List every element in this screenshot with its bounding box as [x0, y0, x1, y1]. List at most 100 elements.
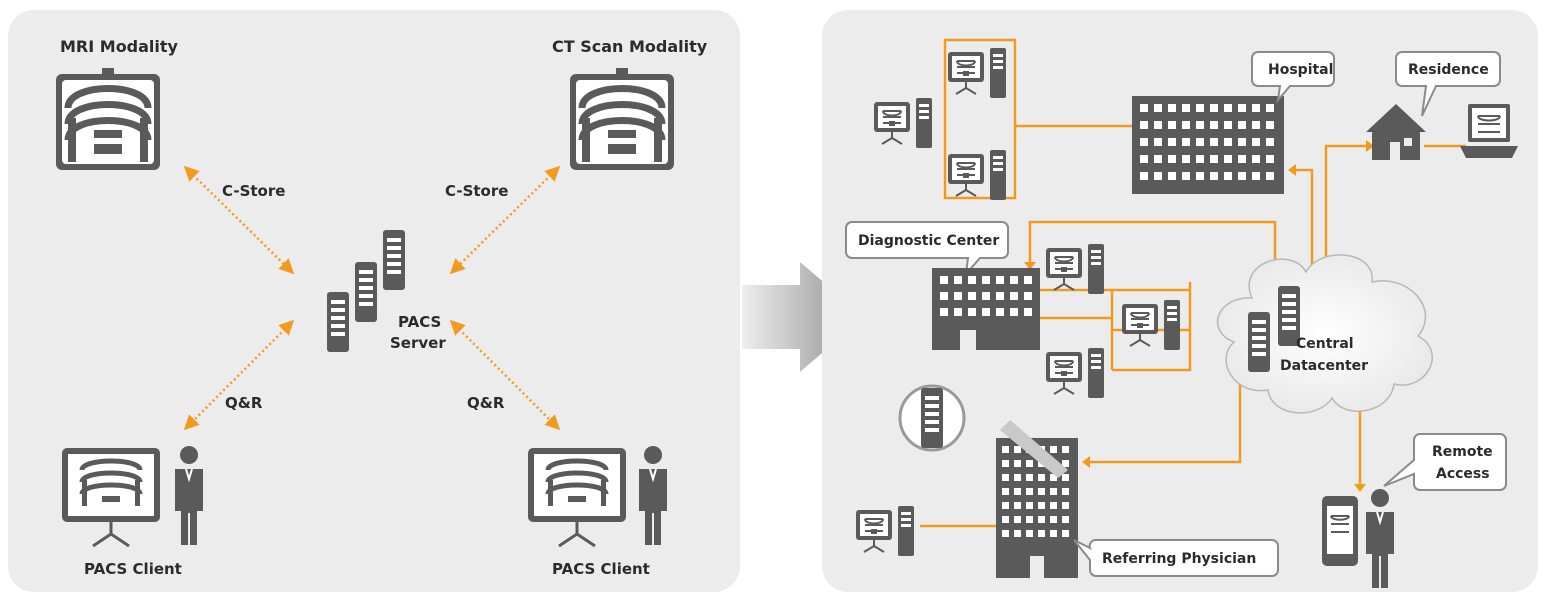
window — [1062, 474, 1069, 481]
window — [1168, 172, 1176, 180]
diagnostic-center-callout — [845, 221, 1009, 278]
window — [1062, 446, 1069, 453]
window — [1266, 138, 1274, 146]
window — [1210, 104, 1218, 112]
window — [1266, 104, 1274, 112]
window — [1026, 460, 1033, 467]
remote-access-callout — [1383, 433, 1507, 491]
ct-modality-label: CT Scan Modality — [552, 37, 708, 56]
window — [1140, 172, 1148, 180]
window — [1210, 155, 1218, 163]
window — [1026, 474, 1033, 481]
window — [1014, 460, 1021, 467]
network-arrowheads — [1024, 140, 1374, 492]
window — [1168, 138, 1176, 146]
window — [1002, 516, 1009, 523]
window — [1182, 155, 1190, 163]
pacs-server-label-line1: PACS — [398, 313, 441, 331]
window — [1140, 121, 1148, 129]
window — [1014, 474, 1021, 481]
window — [1010, 292, 1018, 300]
qr-right-label: Q&R — [467, 394, 505, 412]
window — [1038, 502, 1045, 509]
window — [1014, 502, 1021, 509]
cstore-left-label: C-Store — [222, 182, 285, 200]
window — [1210, 138, 1218, 146]
window — [1182, 104, 1190, 112]
window — [1252, 121, 1260, 129]
transition-arrow — [742, 262, 864, 372]
window — [1224, 172, 1232, 180]
window — [1252, 104, 1260, 112]
window — [1062, 530, 1069, 537]
window — [1062, 516, 1069, 523]
datacenter-server-icon — [1248, 312, 1270, 372]
window — [1182, 138, 1190, 146]
window — [1266, 121, 1274, 129]
window — [1038, 474, 1045, 481]
window — [1154, 104, 1162, 112]
window — [1038, 488, 1045, 495]
window — [1252, 138, 1260, 146]
window — [1026, 530, 1033, 537]
window — [1168, 121, 1176, 129]
central-datacenter-label-line1: Central — [1296, 336, 1354, 352]
window — [954, 292, 962, 300]
window — [1050, 502, 1057, 509]
window — [1002, 460, 1009, 467]
window — [1038, 530, 1045, 537]
window — [1168, 155, 1176, 163]
remote-access-label-line2: Access — [1436, 466, 1490, 482]
window — [1140, 155, 1148, 163]
window — [1210, 172, 1218, 180]
window — [1168, 104, 1176, 112]
window — [1238, 138, 1246, 146]
window — [1010, 308, 1018, 316]
window — [1140, 138, 1148, 146]
window — [1266, 172, 1274, 180]
window — [1062, 488, 1069, 495]
residence-label: Residence — [1408, 62, 1489, 78]
window — [940, 308, 948, 316]
window — [1196, 104, 1204, 112]
window — [1014, 488, 1021, 495]
window — [1026, 488, 1033, 495]
hospital-label: Hospital — [1268, 62, 1333, 78]
qr-left-label: Q&R — [225, 394, 263, 412]
window — [1010, 276, 1018, 284]
window — [1154, 172, 1162, 180]
window — [1182, 121, 1190, 129]
window — [940, 292, 948, 300]
window — [1002, 488, 1009, 495]
window — [940, 276, 948, 284]
window — [1196, 155, 1204, 163]
referring-physician-callout — [1073, 539, 1279, 577]
window — [1026, 516, 1033, 523]
magnifier-server-callout — [898, 384, 1068, 478]
window — [968, 292, 976, 300]
mri-scanner-icon — [56, 68, 160, 170]
window — [1014, 446, 1021, 453]
window — [1024, 292, 1032, 300]
window — [1238, 121, 1246, 129]
window — [968, 276, 976, 284]
cstore-right-label: C-Store — [445, 182, 508, 200]
window — [968, 308, 976, 316]
window — [1238, 155, 1246, 163]
datacenter-cloud — [1216, 254, 1433, 414]
referring-physician-label: Referring Physician — [1102, 551, 1256, 567]
window — [954, 308, 962, 316]
referring-physician-building-icon — [996, 438, 1078, 578]
window — [982, 292, 990, 300]
hospital-callout — [1251, 51, 1335, 104]
window — [1024, 308, 1032, 316]
window — [1224, 155, 1232, 163]
diagnostic-center-building-icon — [932, 268, 1040, 350]
window — [1002, 446, 1009, 453]
window — [1050, 474, 1057, 481]
house-icon — [1366, 104, 1426, 160]
window — [1002, 502, 1009, 509]
window — [1224, 138, 1232, 146]
window — [1050, 446, 1057, 453]
